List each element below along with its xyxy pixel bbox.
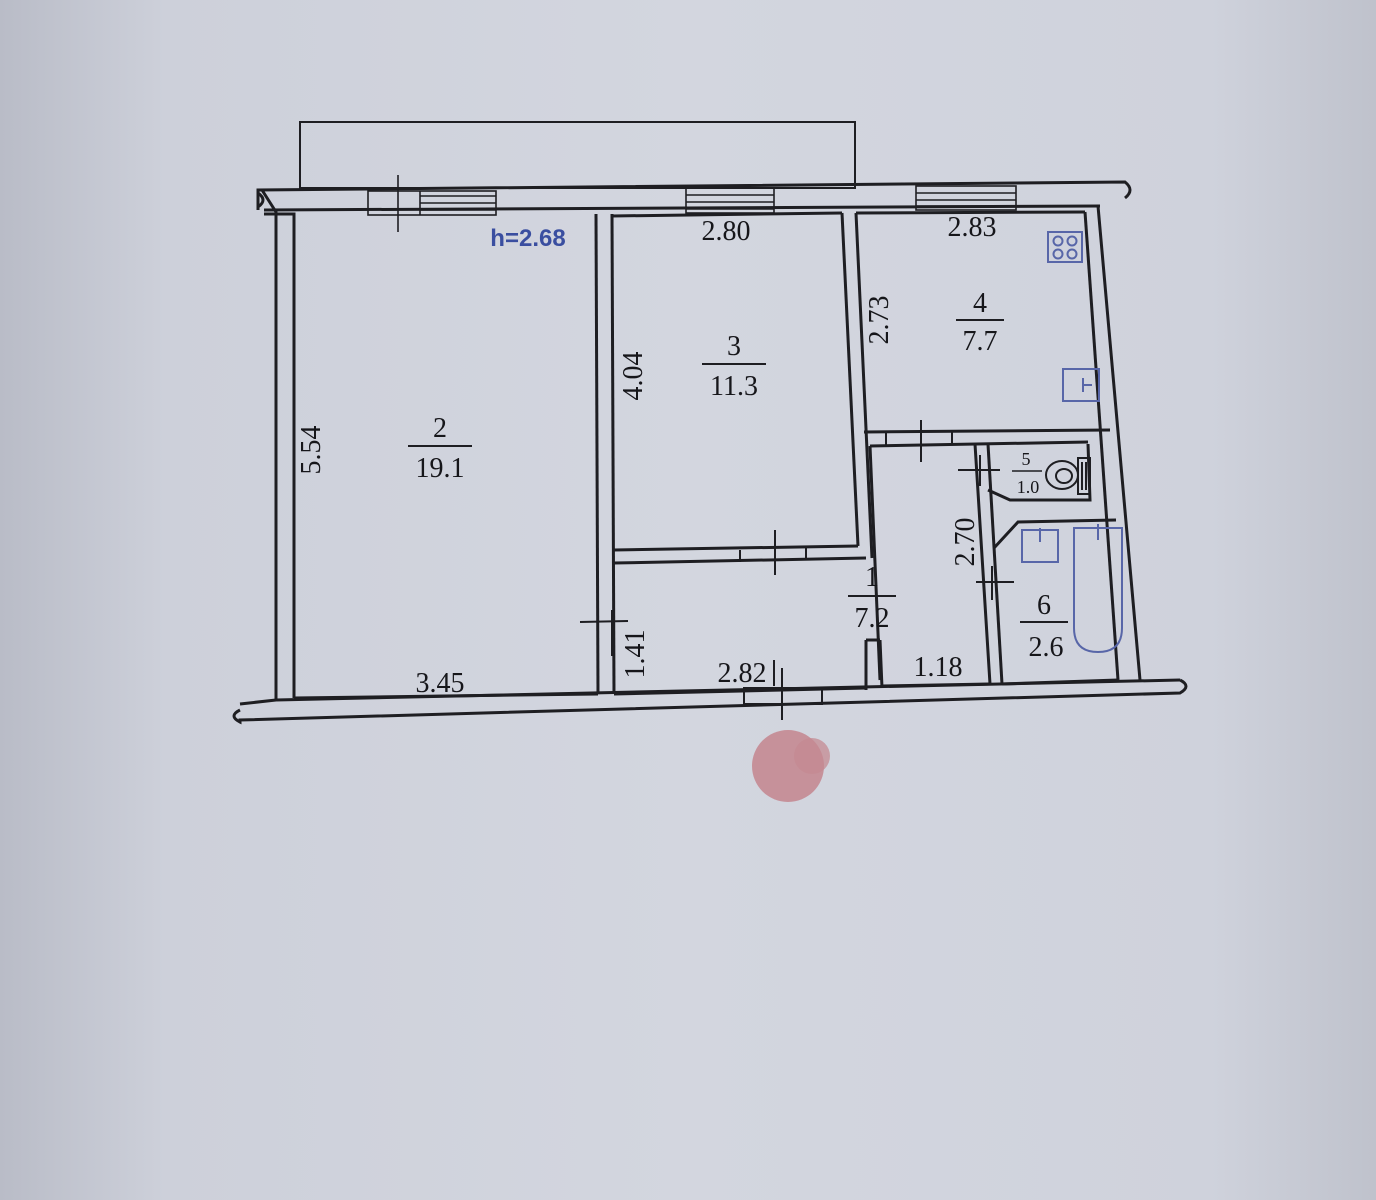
room-area: 7.7 [963, 326, 998, 357]
outer-walls [232, 180, 1188, 725]
dimensions: h=2.68 5.54 3.45 2.80 4.04 2.83 2.73 1.4… [296, 212, 997, 699]
stove-icon [1047, 231, 1083, 263]
room-5-label: 5 1.0 [1012, 449, 1042, 497]
room-area: 7.2 [855, 603, 890, 634]
window-room3 [685, 187, 775, 214]
dim-corridor-height: 2.70 [950, 518, 981, 567]
dim-room4-height: 2.73 [864, 296, 895, 345]
door-room2 [579, 610, 629, 656]
dim-room2-width: 3.45 [416, 668, 465, 699]
room-area: 2.6 [1029, 632, 1064, 663]
room-area: 19.1 [416, 453, 465, 484]
interior-walls [293, 210, 1119, 700]
room-4-label: 4 7.7 [956, 288, 1004, 357]
entrance-door [743, 660, 823, 720]
room-number: 1 [865, 562, 879, 593]
room-1-label: 1 7.2 [848, 562, 896, 634]
ceiling-height-label: h=2.68 [490, 225, 565, 252]
washbasin-icon [1021, 528, 1059, 563]
room-2-label: 2 19.1 [408, 413, 472, 484]
room-number: 2 [433, 413, 447, 444]
toilet-icon [1045, 457, 1091, 495]
dim-room3-width: 2.80 [702, 216, 751, 247]
balcony [299, 121, 856, 189]
room-number: 5 [1022, 449, 1031, 469]
dim-room4-width: 2.83 [948, 212, 997, 243]
bathtub-icon [1073, 524, 1123, 654]
dim-room3-height: 4.04 [618, 352, 649, 401]
door-room6 [976, 566, 1014, 600]
room-3-label: 3 11.3 [702, 331, 766, 402]
window-room2 [367, 175, 497, 232]
window-room4 [915, 185, 1017, 211]
dim-hall-height: 1.41 [620, 630, 651, 679]
sink-icon [1062, 368, 1100, 402]
doors [579, 420, 1014, 720]
room-number: 3 [727, 331, 741, 362]
room-area: 1.0 [1017, 477, 1040, 497]
dim-room2-height: 5.54 [296, 426, 327, 475]
room-number: 6 [1037, 590, 1051, 621]
door-room5 [958, 455, 1000, 486]
room-area: 11.3 [710, 371, 758, 402]
dim-corridor-width: 1.18 [914, 652, 963, 683]
room-number: 4 [973, 288, 987, 319]
door-room3 [739, 530, 807, 575]
dim-hall-width: 2.82 [718, 658, 767, 689]
windows [367, 175, 1017, 232]
door-room4 [885, 420, 953, 462]
stamp-mark [752, 730, 830, 802]
room-6-label: 6 2.6 [1020, 590, 1068, 663]
